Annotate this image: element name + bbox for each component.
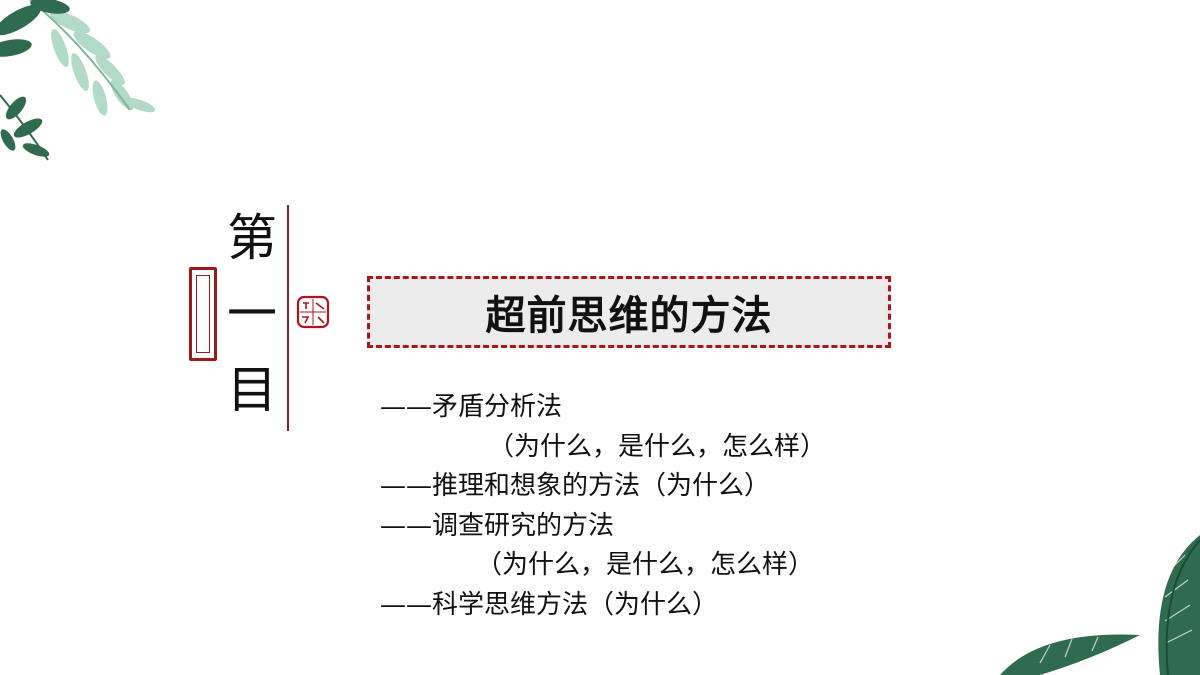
method-item: ——调查研究的方法 <box>380 510 615 541</box>
method-item: ——推理和想象的方法（为什么） <box>380 471 771 501</box>
method-item: ——矛盾分析法 <box>380 392 563 422</box>
slide-title: 超前思维的方法 <box>485 293 773 339</box>
decorative-frame <box>189 267 217 361</box>
leaves-decoration-top-left <box>0 0 156 161</box>
method-list: ——矛盾分析法 （为什么，是什么，怎么样） ——推理和想象的方法（为什么） ——… <box>380 388 940 625</box>
red-seal-stamp-icon <box>296 295 330 329</box>
vertical-divider <box>287 205 289 431</box>
heading-char-1: 第 <box>227 209 277 267</box>
heading-char-2: 一 <box>227 285 277 343</box>
method-note: （为什么，是什么，怎么样） <box>488 431 827 462</box>
heading-char-3: 目 <box>227 361 277 419</box>
vertical-heading: 第 一 目 <box>222 200 282 428</box>
leaves-decoration-bottom-right <box>1000 535 1200 675</box>
method-note: （为什么，是什么，怎么样） <box>476 550 815 580</box>
method-item: ——科学思维方法（为什么） <box>380 589 719 620</box>
title-box: 超前思维的方法 <box>367 276 891 348</box>
